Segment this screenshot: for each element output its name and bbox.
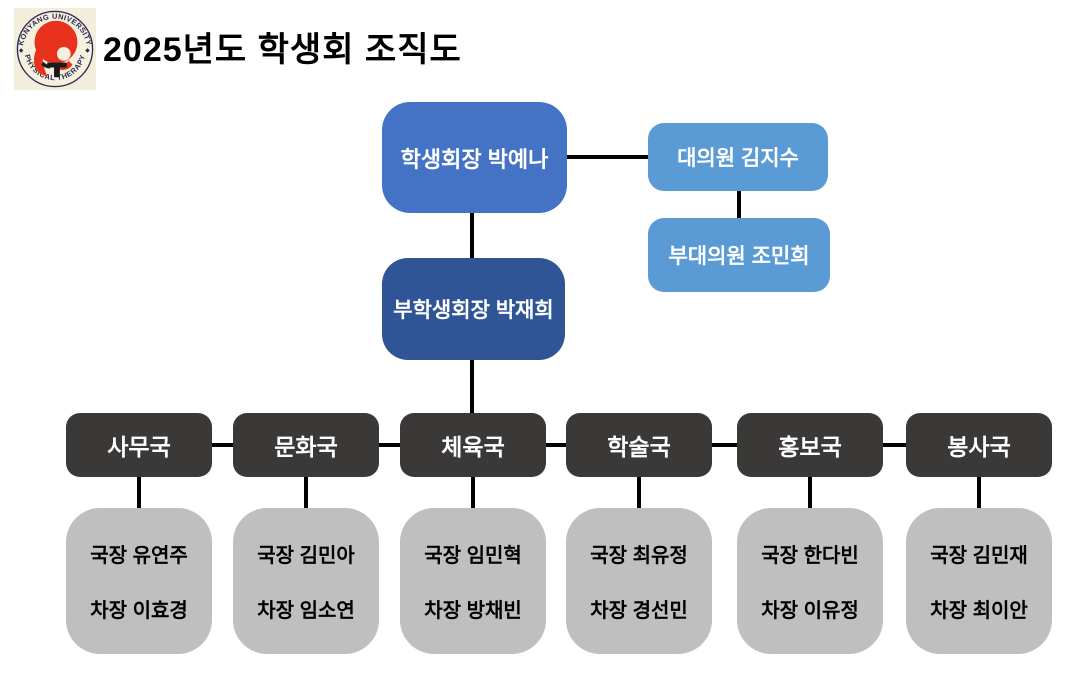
department-box: 홍보국	[737, 413, 883, 477]
staff-box: 국장 김민재 차장 최이안	[906, 508, 1052, 654]
director-label: 국장 임민혁	[424, 545, 522, 567]
page-title: 2025년도 학생회 조직도	[103, 31, 462, 69]
department-name: 학술국	[607, 434, 671, 460]
vice-representative-label: 부대의원 조민희	[668, 245, 810, 268]
vice-president-label: 부학생회장 박재희	[393, 299, 554, 322]
president-label: 학생회장 박예나	[400, 146, 549, 172]
logo-symbol	[33, 20, 78, 78]
department-name: 홍보국	[778, 434, 842, 460]
department-name: 봉사국	[947, 434, 1011, 460]
director-label: 국장 한다빈	[761, 545, 859, 567]
connector-dept-4-5	[712, 443, 737, 447]
connector-dept-staff-1	[137, 477, 141, 508]
connector-dept-staff-4	[637, 477, 641, 508]
deputy-label: 차장 이유정	[761, 600, 859, 622]
connector-dept-staff-6	[977, 477, 981, 508]
connector-dept-staff-5	[808, 477, 812, 508]
department-name: 문화국	[274, 434, 338, 460]
director-label: 국장 유연주	[90, 545, 188, 567]
connector-dept-5-6	[883, 443, 906, 447]
department-name: 사무국	[107, 434, 171, 460]
department-box: 체육국	[400, 413, 546, 477]
vice-president-box: 부학생회장 박재희	[382, 258, 565, 360]
deputy-label: 차장 최이안	[930, 600, 1028, 622]
connector-dept-2-3	[379, 443, 400, 447]
staff-box: 국장 한다빈 차장 이유정	[737, 508, 883, 654]
vice-representative-box: 부대의원 조민희	[648, 218, 830, 292]
staff-box: 국장 임민혁 차장 방채빈	[400, 508, 546, 654]
university-logo: KONYANG UNIVERSITY PHYSICAL THERAPY ◆ ◆	[14, 8, 96, 90]
connector-representative-vice	[737, 191, 741, 218]
connector-president-vp	[470, 213, 474, 258]
logo-left-diamond-icon: ◆	[19, 48, 24, 54]
staff-box: 국장 김민아 차장 임소연	[233, 508, 379, 654]
director-label: 국장 최유정	[590, 545, 688, 567]
department-box: 문화국	[233, 413, 379, 477]
department-box: 학술국	[566, 413, 712, 477]
department-box: 사무국	[66, 413, 212, 477]
staff-box: 국장 유연주 차장 이효경	[66, 508, 212, 654]
deputy-label: 차장 경선민	[590, 600, 688, 622]
deputy-label: 차장 임소연	[257, 600, 355, 622]
representative-label: 대의원 김지수	[677, 147, 799, 170]
director-label: 국장 김민아	[257, 545, 355, 567]
connector-dept-staff-3	[471, 477, 475, 508]
department-box: 봉사국	[906, 413, 1052, 477]
connector-dept-3-4	[546, 443, 566, 447]
connector-vp-departments	[470, 360, 474, 413]
logo-right-diamond-icon: ◆	[85, 48, 90, 54]
representative-box: 대의원 김지수	[648, 123, 828, 191]
staff-box: 국장 최유정 차장 경선민	[566, 508, 712, 654]
deputy-label: 차장 방채빈	[424, 600, 522, 622]
president-box: 학생회장 박예나	[382, 102, 567, 213]
director-label: 국장 김민재	[930, 545, 1028, 567]
deputy-label: 차장 이효경	[90, 600, 188, 622]
connector-president-representative	[567, 155, 648, 159]
connector-dept-staff-2	[304, 477, 308, 508]
connector-dept-1-2	[212, 443, 233, 447]
department-name: 체육국	[441, 434, 505, 460]
